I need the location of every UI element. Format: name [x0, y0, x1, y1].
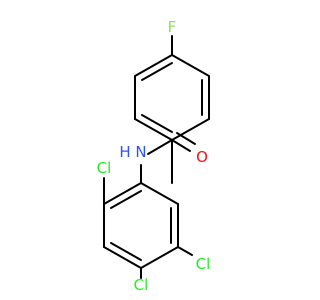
atom-cl-2: Cl: [97, 159, 112, 177]
molecule-canvas: F O H N Cl Cl Cl: [97, 18, 211, 294]
bond-ring1-f: [134, 54, 173, 77]
atom-h: H: [119, 143, 130, 161]
bond-ring2-c: [140, 246, 179, 269]
bond-ring1-d: [134, 118, 173, 141]
bond-c-o-b: [176, 132, 196, 145]
bond-ring1-d-inner: [141, 114, 173, 133]
bond-ring2-f: [103, 182, 142, 205]
atom-f: F: [168, 18, 177, 36]
bond-ring2-a: [140, 182, 179, 205]
bond-c-n: [147, 139, 173, 155]
atom-o: O: [196, 148, 208, 166]
bond-layer: [103, 35, 210, 279]
bond-ring1-a: [171, 54, 210, 77]
bond-c-cl-5: [177, 246, 193, 256]
bond-ring2-d-inner: [110, 242, 142, 261]
bond-ring1-f-inner: [141, 62, 173, 81]
atom-label-layer: F O H N Cl Cl Cl: [97, 18, 211, 294]
bond-ring2-f-inner: [110, 190, 142, 209]
bond-ring2-d: [103, 246, 142, 269]
bond-c-o-a: [171, 139, 191, 152]
atom-cl-4: Cl: [134, 276, 149, 294]
bond-ring1-c: [171, 118, 210, 141]
atom-n: N: [135, 143, 146, 161]
atom-cl-5: Cl: [196, 255, 211, 273]
